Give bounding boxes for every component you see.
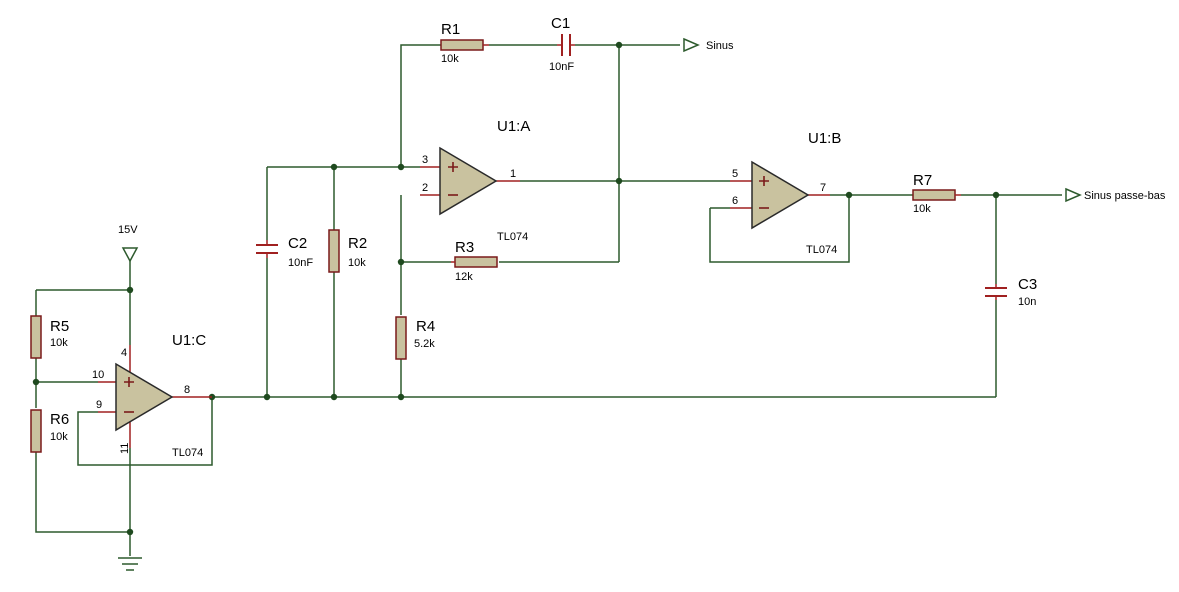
- u1c-pin-vcc: 4: [121, 347, 127, 359]
- junction: [330, 163, 338, 171]
- u1c-part: TL074: [172, 447, 203, 459]
- resistor-r5: R5 10k: [30, 315, 69, 359]
- opamp-u1a: U1:A TL074 3 2 1: [420, 118, 530, 243]
- u1c-pin-minus: 9: [96, 399, 102, 411]
- r1-ref: R1: [441, 21, 460, 38]
- junction: [992, 191, 1000, 199]
- r3-ref: R3: [455, 239, 474, 256]
- u1a-ref: U1:A: [497, 118, 530, 135]
- resistor-r6: R6 10k: [30, 409, 69, 453]
- resistor-r1: R1 10k: [440, 21, 489, 65]
- wires: [35, 44, 1062, 556]
- power-15v-label: 15V: [118, 224, 138, 236]
- junction: [126, 286, 134, 294]
- terminal-sinus-passe-bas: Sinus passe-bas: [1065, 187, 1166, 203]
- junction: [263, 393, 271, 401]
- r3-value: 12k: [455, 271, 473, 283]
- u1b-part: TL074: [806, 244, 837, 256]
- junction: [330, 393, 338, 401]
- r5-ref: R5: [50, 318, 69, 335]
- c3-value: 10n: [1018, 296, 1036, 308]
- capacitor-c2: C2 10nF: [256, 235, 313, 269]
- terminal-sinus-label: Sinus: [706, 40, 734, 52]
- c1-ref: C1: [551, 15, 570, 32]
- u1a-pin-plus: 3: [422, 154, 428, 166]
- u1c-pin-plus: 10: [92, 369, 104, 381]
- u1a-pin-minus: 2: [422, 182, 428, 194]
- junction: [397, 393, 405, 401]
- resistor-r4: R4 5.2k: [395, 316, 435, 360]
- terminal-sinus-lp-label: Sinus passe-bas: [1084, 190, 1166, 202]
- u1b-pin-minus: 6: [732, 195, 738, 207]
- c3-ref: C3: [1018, 276, 1037, 293]
- r4-ref: R4: [416, 318, 435, 335]
- u1b-pin-plus: 5: [732, 168, 738, 180]
- c1-value: 10nF: [549, 61, 574, 73]
- opamp-u1b: U1:B TL074 5 6 7: [730, 130, 841, 256]
- opamp-u1c: U1:C TL074 10 9 8 4 11: [92, 332, 212, 459]
- r6-value: 10k: [50, 431, 68, 443]
- r7-value: 10k: [913, 203, 931, 215]
- capacitor-c3: C3 10n: [985, 276, 1037, 308]
- junction: [615, 41, 623, 49]
- u1b-pin-out: 7: [820, 182, 826, 194]
- r5-value: 10k: [50, 337, 68, 349]
- junction: [397, 163, 405, 171]
- resistor-r2: R2 10k: [328, 229, 367, 273]
- r2-ref: R2: [348, 235, 367, 252]
- junctions: [32, 41, 1000, 536]
- power-15v: 15V: [118, 224, 139, 263]
- r4-value: 5.2k: [414, 338, 435, 350]
- c2-value: 10nF: [288, 257, 313, 269]
- junction: [397, 258, 405, 266]
- u1c-pin-vee: 11: [119, 443, 131, 454]
- junction: [32, 378, 40, 386]
- u1c-ref: U1:C: [172, 332, 206, 349]
- u1b-ref: U1:B: [808, 130, 841, 147]
- capacitor-c1: C1 10nF: [549, 15, 575, 73]
- u1a-part: TL074: [497, 231, 528, 243]
- ground-symbol: [118, 557, 142, 571]
- terminal-sinus: Sinus: [683, 37, 734, 53]
- u1a-pin-out: 1: [510, 168, 516, 180]
- resistor-r3: R3 12k: [451, 239, 498, 283]
- r7-ref: R7: [913, 172, 932, 189]
- junction: [126, 528, 134, 536]
- resistor-r7: R7 10k: [912, 172, 961, 215]
- r6-ref: R6: [50, 411, 69, 428]
- c2-ref: C2: [288, 235, 307, 252]
- junction: [615, 177, 623, 185]
- r1-value: 10k: [441, 53, 459, 65]
- junction: [845, 191, 853, 199]
- r2-value: 10k: [348, 257, 366, 269]
- u1c-pin-out: 8: [184, 384, 190, 396]
